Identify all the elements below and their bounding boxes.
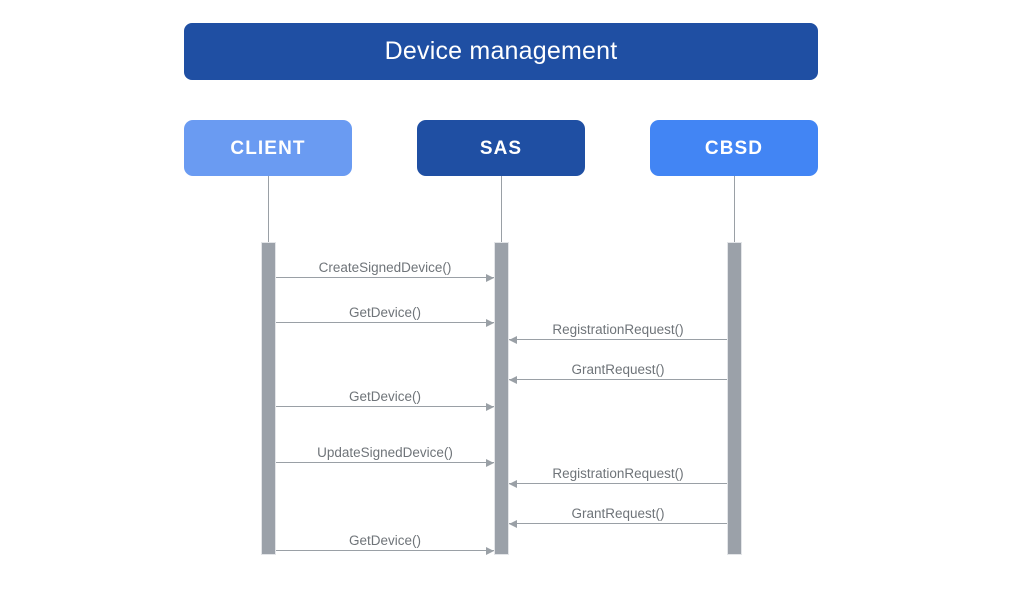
arrow-right-icon (486, 402, 494, 411)
message-create-signed-device[interactable]: CreateSignedDevice() (276, 248, 494, 282)
lifeline-sas (501, 176, 502, 244)
message-get-device-2[interactable]: GetDevice() (276, 377, 494, 411)
message-registration-request-2[interactable]: RegistrationRequest() (509, 454, 727, 488)
actor-label-sas: SAS (479, 137, 523, 159)
lifeline-cbsd (734, 176, 735, 244)
message-label: GrantRequest() (571, 361, 665, 377)
message-grant-request-2[interactable]: GrantRequest() (509, 494, 727, 528)
message-line (276, 462, 494, 463)
activation-bar-sas (494, 242, 509, 555)
message-label: GetDevice() (348, 388, 421, 404)
message-label: RegistrationRequest() (552, 321, 684, 337)
actor-label-client: CLIENT (230, 137, 306, 159)
arrow-right-icon (486, 318, 494, 327)
message-label: CreateSignedDevice() (318, 259, 452, 275)
message-line (276, 322, 494, 323)
arrow-left-icon (509, 479, 517, 488)
message-line (509, 483, 727, 484)
message-get-device-3[interactable]: GetDevice() (276, 521, 494, 555)
arrow-left-icon (509, 519, 517, 528)
arrow-right-icon (486, 458, 494, 467)
message-label: GrantRequest() (571, 505, 665, 521)
actor-header-client[interactable]: CLIENT (184, 120, 352, 176)
message-grant-request-1[interactable]: GrantRequest() (509, 350, 727, 384)
activation-bar-client (261, 242, 276, 555)
message-line (276, 277, 494, 278)
message-label: UpdateSignedDevice() (317, 444, 453, 460)
message-line (276, 550, 494, 551)
message-line (509, 339, 727, 340)
message-label: RegistrationRequest() (552, 465, 684, 481)
actor-header-cbsd[interactable]: CBSD (650, 120, 818, 176)
message-label: GetDevice() (348, 532, 421, 548)
message-registration-request-1[interactable]: RegistrationRequest() (509, 310, 727, 344)
arrow-left-icon (509, 335, 517, 344)
arrow-left-icon (509, 375, 517, 384)
diagram-title-banner: Device management (184, 23, 818, 80)
actor-label-cbsd: CBSD (704, 137, 764, 159)
arrow-right-icon (486, 273, 494, 282)
message-get-device-1[interactable]: GetDevice() (276, 293, 494, 327)
diagram-title-text: Device management (384, 37, 618, 65)
actor-header-sas[interactable]: SAS (417, 120, 585, 176)
message-line (509, 379, 727, 380)
message-line (276, 406, 494, 407)
message-update-signed-device[interactable]: UpdateSignedDevice() (276, 433, 494, 467)
arrow-right-icon (486, 546, 494, 555)
activation-bar-cbsd (727, 242, 742, 555)
lifeline-client (268, 176, 269, 244)
message-label: GetDevice() (348, 304, 421, 320)
message-line (509, 523, 727, 524)
